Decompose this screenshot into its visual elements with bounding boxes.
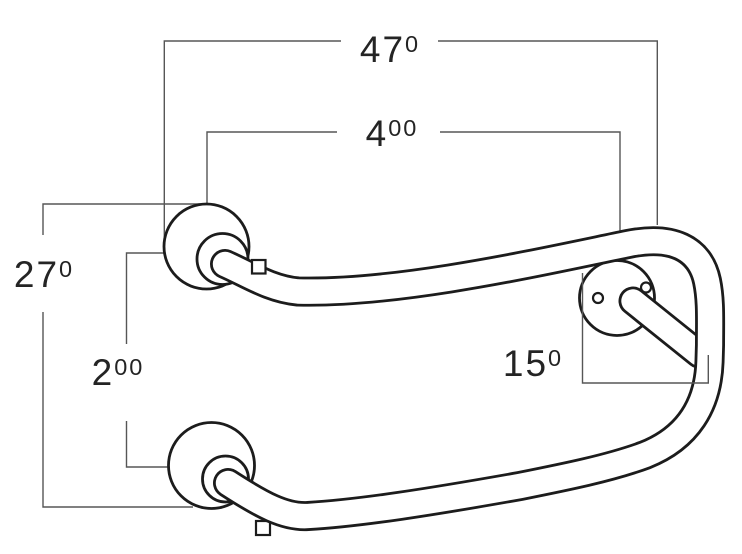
dim-label-200: 200 [92,352,145,393]
screw-hole-right [639,281,653,294]
dimension-150-group [581,273,709,384]
rail-loop-fill [212,229,723,529]
top-set-screw [250,258,267,275]
dim-270-bracket [42,203,207,508]
dim-label-400: 400 [366,113,419,154]
dim-470-bracket [163,40,658,246]
bottom-set-screw [254,519,272,537]
dim-200-bracket [125,252,168,468]
dim-label-150: 150 [503,343,563,384]
dim-400-bracket [206,131,621,235]
rail-assembly [162,202,726,537]
dimension-lines [42,40,658,508]
dimension-labels: 470 400 270 200 150 [14,29,563,393]
screw-hole-left [591,291,605,305]
dim-label-470: 470 [360,29,420,70]
support-strut-fill [621,289,711,366]
dim-label-270: 270 [14,254,74,295]
dim-150-bracket [581,273,709,384]
